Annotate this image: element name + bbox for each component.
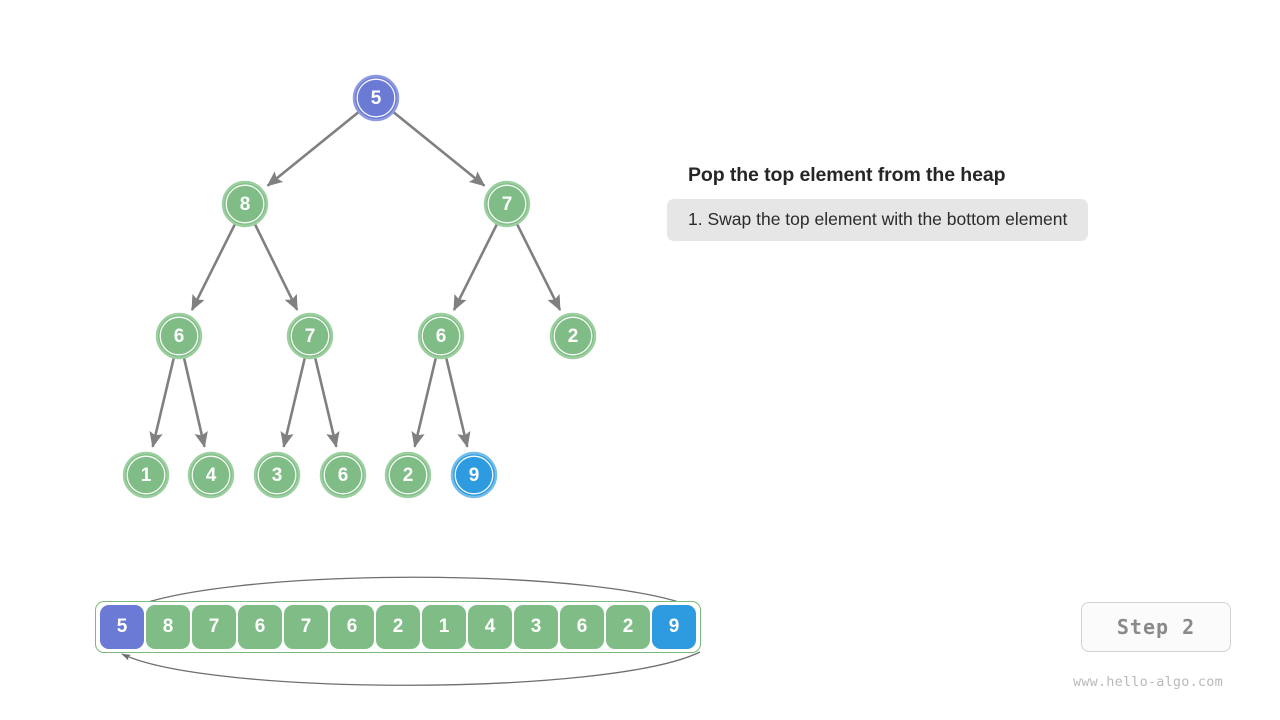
tree-node-circle	[221, 180, 269, 228]
step-description-box: 1. Swap the top element with the bottom …	[667, 199, 1089, 241]
tree-node[interactable]: 7	[483, 180, 531, 228]
array-cell-value: 2	[622, 616, 634, 637]
tree-edge	[190, 223, 236, 311]
tree-node[interactable]: 4	[187, 451, 235, 499]
array-cell-value: 4	[484, 616, 496, 637]
tree-node-circle	[384, 451, 432, 499]
tree-node-circle	[155, 312, 203, 360]
tree-edge	[253, 224, 299, 311]
tree-node-circle	[483, 180, 531, 228]
tree-node[interactable]: 6	[319, 451, 367, 499]
tree-node-circle	[319, 451, 367, 499]
array-cell[interactable]: 6	[330, 605, 374, 649]
tree-edge	[314, 358, 340, 448]
tree-node-circle	[549, 312, 597, 360]
array-cell-value: 7	[208, 616, 220, 637]
array-cell-value: 7	[300, 616, 312, 637]
tree-node-circle	[253, 451, 301, 499]
tree-node-circle	[417, 312, 465, 360]
array-cell[interactable]: 3	[514, 605, 558, 649]
tree-node-circle	[122, 451, 170, 499]
heap-array: 5 8 7 6 7 6 2 1 4 3 6 2 9	[95, 601, 701, 653]
bottom-swap-arrow	[121, 651, 701, 686]
array-cell[interactable]: 7	[192, 605, 236, 649]
array-cell[interactable]: 4	[468, 605, 512, 649]
step-badge-label: Step 2	[1116, 615, 1196, 639]
tree-node-inner-ring	[257, 455, 297, 495]
tree-node-circle	[352, 74, 400, 122]
tree-node-circle	[286, 312, 334, 360]
tree-edge	[266, 111, 359, 187]
array-cell[interactable]: 8	[146, 605, 190, 649]
tree-node-inner-ring	[454, 455, 494, 495]
array-cell-value: 8	[162, 616, 174, 637]
array-cell-value: 6	[576, 616, 588, 637]
heap-array-area: 5 8 7 6 7 6 2 1 4 3 6 2 9	[90, 568, 740, 686]
array-cell-value: 9	[668, 616, 680, 637]
tree-node-circle	[187, 451, 235, 499]
page-title: Pop the top element from the heap	[688, 164, 1006, 186]
tree-node[interactable]: 8	[221, 180, 269, 228]
tree-edge	[393, 111, 486, 187]
explanation-panel: Pop the top element from the heap 1. Swa…	[667, 164, 1248, 241]
tree-node-circle	[450, 451, 498, 499]
tree-edge	[516, 223, 562, 311]
array-cell-value: 2	[392, 616, 404, 637]
tree-node[interactable]: 2	[549, 312, 597, 360]
tree-node-inner-ring	[225, 184, 265, 224]
tree-edge	[411, 358, 437, 448]
array-cell[interactable]: 2	[606, 605, 650, 649]
array-cell-value: 1	[438, 616, 450, 637]
array-cell-value: 3	[530, 616, 542, 637]
array-cell[interactable]: 2	[376, 605, 420, 649]
tree-edge-group	[149, 111, 562, 448]
top-swap-arrow	[121, 576, 701, 613]
array-cell-value: 5	[116, 616, 128, 637]
tree-node-inner-ring	[290, 316, 330, 356]
tree-edge	[445, 358, 471, 448]
swap-arrow-group	[121, 576, 701, 686]
tree-node-inner-ring	[191, 455, 231, 495]
tree-edge	[182, 358, 208, 448]
array-cell[interactable]: 6	[560, 605, 604, 649]
tree-node-inner-ring	[323, 455, 363, 495]
array-cell[interactable]: 6	[238, 605, 282, 649]
watermark: www.hello-algo.com	[1073, 674, 1223, 690]
tree-node-inner-ring	[126, 455, 166, 495]
tree-node[interactable]: 7	[286, 312, 334, 360]
array-cell[interactable]: 5	[100, 605, 144, 649]
tree-node[interactable]: 3	[253, 451, 301, 499]
step-badge: Step 2	[1081, 602, 1231, 652]
array-cell[interactable]: 1	[422, 605, 466, 649]
array-cell-value: 6	[254, 616, 266, 637]
tree-edge	[280, 358, 306, 448]
array-cell-value: 6	[346, 616, 358, 637]
tree-node-inner-ring	[159, 316, 199, 356]
tree-node[interactable]: 6	[417, 312, 465, 360]
tree-node-inner-ring	[553, 316, 593, 356]
tree-node-inner-ring	[421, 316, 461, 356]
tree-node-inner-ring	[487, 184, 527, 224]
step-description-text: 1. Swap the top element with the bottom …	[688, 209, 1068, 229]
tree-node[interactable]: 5	[352, 74, 400, 122]
tree-node[interactable]: 2	[384, 451, 432, 499]
tree-node[interactable]: 9	[450, 451, 498, 499]
tree-edge	[149, 358, 175, 448]
tree-node[interactable]: 6	[155, 312, 203, 360]
tree-edge	[452, 223, 498, 311]
tree-node[interactable]: 1	[122, 451, 170, 499]
array-cell[interactable]: 9	[652, 605, 696, 649]
tree-node-inner-ring	[356, 78, 396, 118]
array-cell[interactable]: 7	[284, 605, 328, 649]
tree-node-inner-ring	[388, 455, 428, 495]
